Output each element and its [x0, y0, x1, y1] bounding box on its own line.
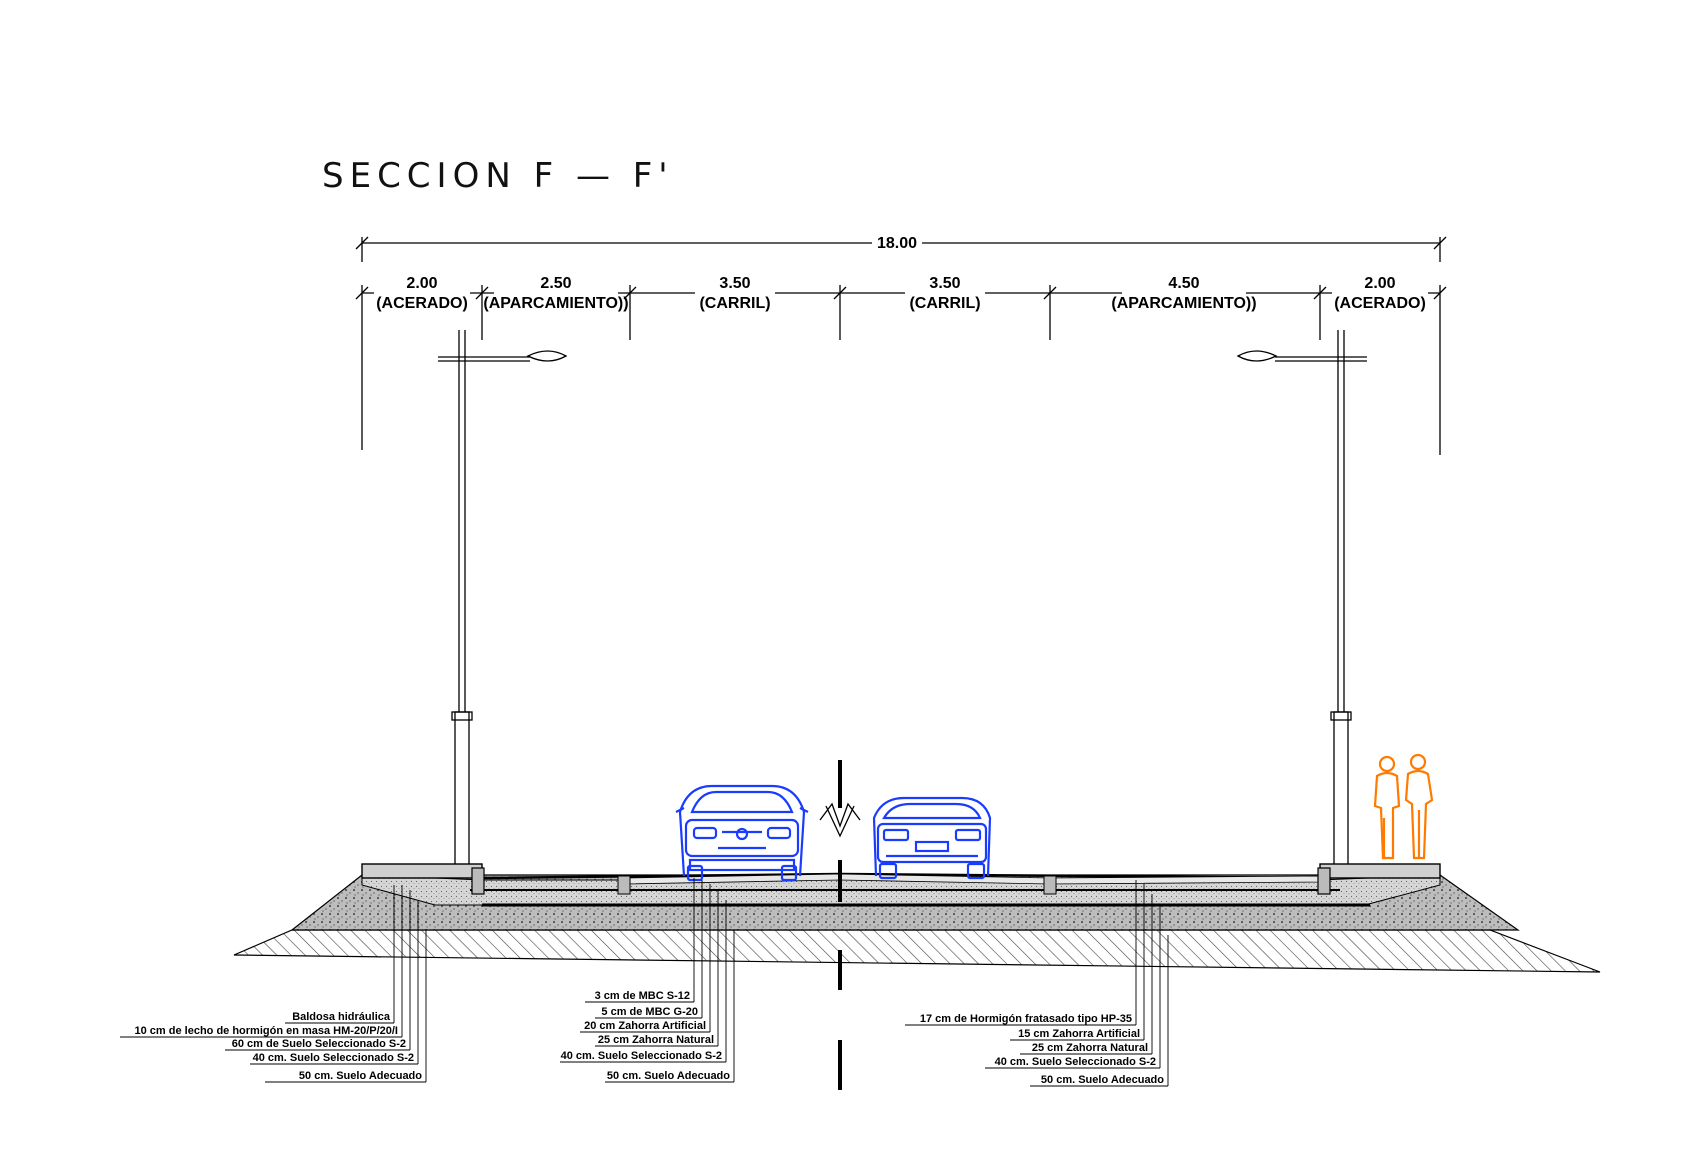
leader-lines-center [560, 878, 735, 1083]
gutter-right [1043, 875, 1057, 895]
leader-lines-left [120, 885, 427, 1083]
seg-5-name: (APARCAMIENTO)) [1111, 295, 1256, 312]
seg-3-width: 3.50 [719, 275, 750, 292]
leader-lines-right [905, 880, 1169, 1087]
layer-label: 17 cm de Hormigón fratasado tipo HP-35 [920, 1013, 1132, 1025]
layer-label: 50 cm. Suelo Adecuado [299, 1070, 422, 1082]
seg-2-name: (APARCAMIENTO)) [483, 295, 628, 312]
curb-left [471, 867, 485, 895]
layer-labels-left: Baldosa hidráulica 10 cm de lecho de hor… [135, 1011, 423, 1082]
seg-6-width: 2.00 [1364, 275, 1395, 292]
layer-label: 10 cm de lecho de hormigón en masa HM-20… [135, 1025, 398, 1037]
sidewalk-left [361, 863, 483, 879]
base-soil-layer [233, 929, 1601, 973]
layer-label: 5 cm de MBC G-20 [601, 1006, 698, 1018]
layer-label: 60 cm de Suelo Seleccionado S-2 [232, 1038, 406, 1050]
layer-label: Baldosa hidráulica [292, 1011, 391, 1023]
layer-label: 40 cm. Suelo Seleccionado S-2 [561, 1050, 722, 1062]
layer-label: 20 cm Zahorra Artificial [584, 1020, 706, 1032]
layer-labels-right: 17 cm de Hormigón fratasado tipo HP-35 1… [920, 1013, 1164, 1086]
layer-label: 50 cm. Suelo Adecuado [1041, 1074, 1164, 1086]
pedestrians-icon [1373, 753, 1434, 860]
layer-label: 15 cm Zahorra Artificial [1018, 1028, 1140, 1040]
seg-1-name: (ACERADO) [376, 295, 468, 312]
seg-5-width: 4.50 [1168, 275, 1199, 292]
layer-label: 25 cm Zahorra Natural [1032, 1042, 1148, 1054]
street-lamp-right-icon [1236, 330, 1367, 868]
seg-4-name: (CARRIL) [909, 295, 980, 312]
total-dimension: 18.00 [355, 232, 1447, 262]
car-rear-icon [872, 796, 992, 880]
seg-6-name: (ACERADO) [1334, 295, 1426, 312]
sidewalk-right [1319, 863, 1441, 879]
segment-labels: 2.00 (ACERADO) 2.50 (APARCAMIENTO)) 3.50… [374, 270, 1428, 314]
seg-2-width: 2.50 [540, 275, 571, 292]
page-title: SECCION F — F' [322, 156, 674, 196]
curb-right [1317, 867, 1331, 895]
layer-label: 25 cm Zahorra Natural [598, 1034, 714, 1046]
total-width-label: 18.00 [877, 235, 917, 252]
gutter-left [617, 875, 631, 895]
layer-label: 40 cm. Suelo Seleccionado S-2 [253, 1052, 414, 1064]
axis-marker-icon [819, 802, 861, 838]
layer-label: 3 cm de MBC S-12 [595, 990, 690, 1002]
seg-4-width: 3.50 [929, 275, 960, 292]
car-front-icon [675, 784, 809, 882]
seg-1-width: 2.00 [406, 275, 437, 292]
street-lamp-left-icon [438, 330, 568, 868]
layer-label: 40 cm. Suelo Seleccionado S-2 [995, 1056, 1156, 1068]
layer-labels-center: 3 cm de MBC S-12 5 cm de MBC G-20 20 cm … [561, 990, 731, 1082]
layer-label: 50 cm. Suelo Adecuado [607, 1070, 730, 1082]
seg-3-name: (CARRIL) [699, 295, 770, 312]
